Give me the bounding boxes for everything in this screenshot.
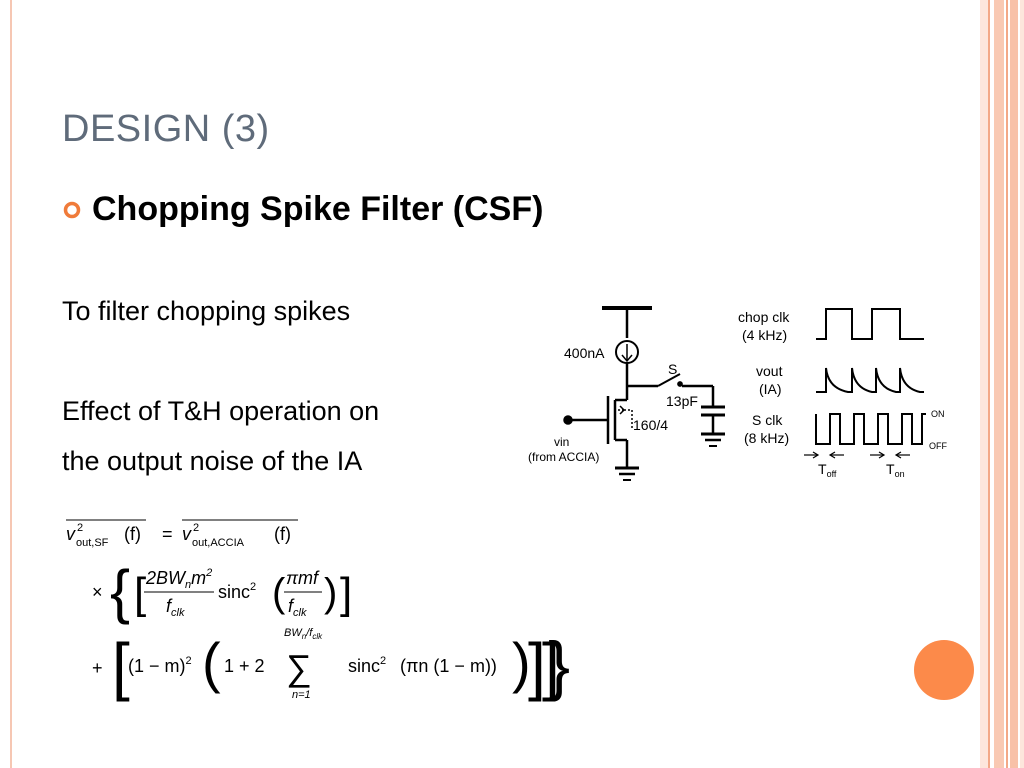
circuit-diagram: 400nA S 13pF 160/4 vin (from ACCIA) chop… [520,296,960,486]
eq-sum-bottom: n=1 [292,689,311,701]
eq-sum: ∑ [286,647,312,688]
sclk-label: S clk [752,412,783,428]
eq-den2: fclk [288,596,307,619]
eq-sq-rhs: 2 [193,522,199,534]
eq-den1: fclk [166,596,185,619]
eq-plus: + [92,658,103,678]
vout-label: vout [756,363,783,379]
capacitor-label: 13pF [666,393,698,409]
t-off-label: Toff [818,461,837,479]
bullet-item: Chopping Spike Filter (CSF) [62,190,543,229]
bullet-ring-icon [63,201,81,218]
eq-bracket-close-3: ] [542,630,560,702]
eq-paren-close-1: ) [324,571,337,615]
eq-paren-open-1: ( [272,571,286,615]
eq-v-rhs: v [182,524,192,544]
eq-sinc2: sinc2 [348,655,386,676]
current-source-label: 400nA [564,345,605,361]
body-line-1: To filter chopping spikes [62,296,351,326]
eq-equals: = [162,524,173,544]
eq-sub-lhs: out,SF [76,537,109,549]
eq-farg-rhs: (f) [274,524,291,544]
sclk-freq-label: (8 kHz) [744,430,789,446]
transistor-label: 160/4 [633,417,668,433]
t-on-label: Ton [886,461,905,479]
eq-bracket-open-2: [ [112,630,130,702]
eq-sq-lhs: 2 [77,522,83,534]
eq-sinc1: sinc2 [218,581,256,602]
eq-bracket-close-1: ] [340,569,352,618]
body-line-2: Effect of T&H operation on [62,396,380,426]
slide-title: DESIGN (3) [62,108,270,150]
eq-times: × [92,582,103,602]
eq-paren-open-2: ( [202,631,221,694]
eq-one-minus-m: (1 − m)2 [128,655,192,676]
left-border [10,0,12,768]
off-label: OFF [929,441,947,451]
eq-brace-open: { [110,558,130,625]
vout-source-label: (IA) [759,381,782,397]
bullet-heading: Chopping Spike Filter (CSF) [92,190,544,228]
body-line-3: the output noise of the IA [62,446,363,476]
eq-farg-lhs: (f) [124,524,141,544]
eq-one-plus-two: 1 + 2 [224,656,265,676]
eq-v-lhs: v [66,524,76,544]
eq-num1: 2BWnm2 [145,567,212,591]
eq-bracket-open-1: [ [134,569,146,618]
noise-equation: v 2 out,SF (f) = v 2 out,ACCIA (f) × { [… [62,512,570,712]
chop-clk-label: chop clk [738,309,790,325]
eq-brace-close: } [548,628,570,702]
eq-sub-rhs: out,ACCIA [192,537,245,549]
on-label: ON [931,409,945,419]
eq-sinc-arg: (πn (1 − m)) [400,656,497,676]
right-decorative-stripes [980,0,1024,768]
input-label: vin [554,435,569,449]
chop-freq-label: (4 kHz) [742,327,787,343]
eq-num2: πmf [286,568,320,588]
switch-label: S [668,361,677,377]
eq-paren-close-2: ) [512,631,531,694]
input-source-label: (from ACCIA) [528,450,599,464]
eq-sum-top: BWn/fclk [284,627,323,641]
eq-bracket-close-2: ] [528,630,546,702]
decorative-orange-circle [914,640,974,700]
